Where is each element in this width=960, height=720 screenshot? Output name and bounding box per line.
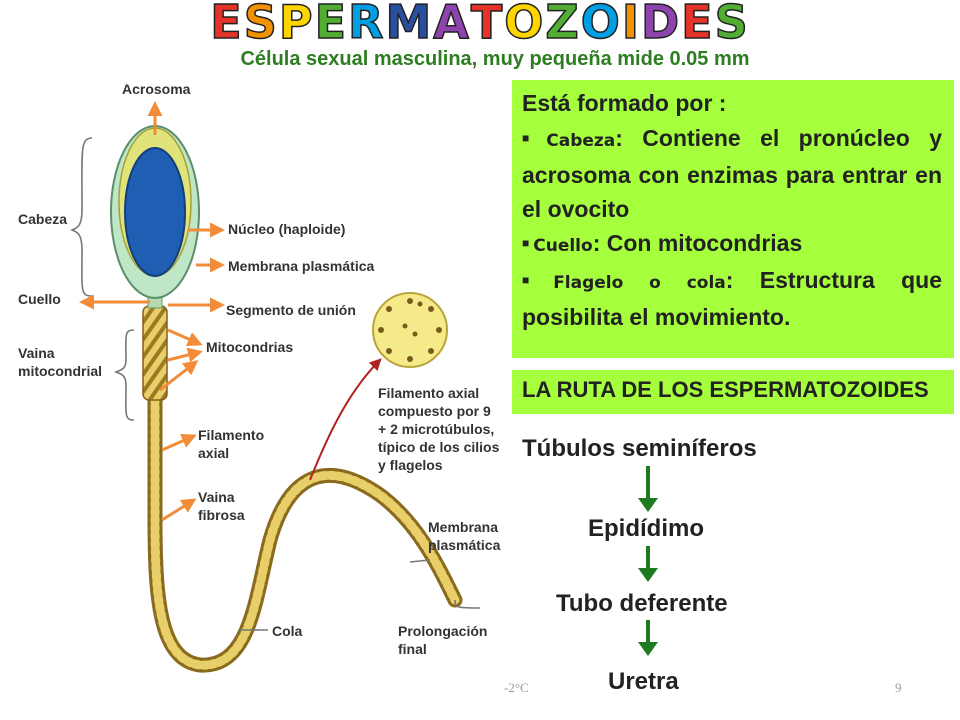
footer-temperature: -2°C (504, 680, 529, 695)
label-prolongacion-2: final (398, 641, 427, 657)
bullet-icon: ■ (522, 131, 543, 145)
desc-cuello: : Con mitocondrias (592, 230, 803, 256)
title-letter: E (314, 0, 349, 50)
route-step-epididimo: Epidídimo (588, 515, 704, 542)
title-letter: S (714, 0, 750, 50)
label-membrana2-1: Membrana (428, 519, 498, 535)
label-membrana2-2: plasmática (428, 537, 501, 553)
title-letter: D (640, 0, 682, 50)
nucleus (124, 147, 186, 277)
page-number: 9 (895, 680, 902, 695)
arrow-down-icon (638, 642, 658, 656)
title-letter: M (385, 0, 434, 50)
route-arrow-2 (646, 546, 650, 572)
label-segmento: Segmento de unión (226, 302, 356, 318)
cross-section (372, 292, 448, 368)
subtitle: Célula sexual masculina, muy pequeña mid… (240, 48, 750, 70)
route-heading: LA RUTA DE LOS ESPERMATOZOIDES (512, 370, 954, 414)
desc-cabeza: : Contiene el pronúcleo y acrosoma con e… (522, 125, 942, 222)
composition-box: Está formado por : ■Cabeza: Contiene el … (512, 80, 954, 358)
label-filamento-1: Filamento (198, 427, 264, 443)
composition-item-flagelo: ■Flagelo o cola: Estructura que posibili… (522, 263, 942, 334)
label-vaina-fibrosa-2: fibrosa (198, 507, 245, 523)
title-letter: P (278, 0, 315, 50)
bullet-icon: ■ (522, 236, 530, 250)
label-axial-4: típico de los cilios (378, 439, 500, 455)
label-prolongacion-1: Prolongación (398, 623, 487, 639)
label-axial-1: Filamento axial (378, 385, 479, 401)
label-axial-3: + 2 microtúbulos, (378, 421, 494, 437)
label-vaina-fibrosa-1: Vaina (198, 489, 235, 505)
sperm-diagram: Acrosoma Cabeza Cuello Vaina mitocondria… (18, 81, 501, 673)
arrow-down-icon (638, 498, 658, 512)
title-letter: R (347, 0, 386, 50)
label-cuello: Cuello (18, 291, 61, 307)
term-cabeza: Cabeza (546, 131, 616, 151)
composition-item-cabeza: ■Cabeza: Contiene el pronúcleo y acrosom… (522, 121, 942, 226)
route-step-tubulos: Túbulos seminíferos (522, 435, 757, 462)
title-letter: A (432, 0, 471, 50)
label-axial-5: y flagelos (378, 457, 443, 473)
route-step-uretra: Uretra (608, 668, 679, 695)
label-filamento-2: axial (198, 445, 229, 461)
title-letter: S (243, 0, 279, 50)
label-cola: Cola (272, 623, 303, 639)
route-step-tubo-deferente: Tubo deferente (556, 590, 728, 617)
label-axial-2: compuesto por 9 (378, 403, 491, 419)
term-flagelo: Flagelo o cola (553, 273, 726, 293)
title-letter: Z (545, 0, 581, 50)
title-letter: O (503, 0, 546, 50)
label-nucleo: Núcleo (haploide) (228, 221, 345, 237)
label-vaina-mitocondrial-2: mitocondrial (18, 363, 102, 379)
composition-intro: Está formado por : (522, 90, 727, 116)
label-vaina-mitocondrial-1: Vaina (18, 345, 55, 361)
route-arrow-1 (646, 466, 650, 502)
title-letter: I (621, 0, 641, 50)
label-mitocondrias: Mitocondrias (206, 339, 293, 355)
desc-flagelo: : Estructura que posibilita el movimient… (522, 267, 942, 330)
title-letter: T (470, 0, 505, 50)
title-letter: O (580, 0, 622, 50)
title-letter: E (680, 0, 715, 50)
arrow-down-icon (638, 568, 658, 582)
bullet-icon: ■ (522, 273, 550, 287)
page-title: ESPERMATOZOIDES (0, 0, 960, 50)
composition-item-cuello: ■Cuello: Con mitocondrias (522, 226, 942, 263)
title-letter: E (210, 0, 244, 50)
route-arrow-3 (646, 620, 650, 646)
label-cabeza: Cabeza (18, 211, 67, 227)
label-acrosoma: Acrosoma (122, 81, 191, 97)
label-membrana: Membrana plasmática (228, 258, 374, 274)
term-cuello: Cuello (533, 236, 593, 256)
